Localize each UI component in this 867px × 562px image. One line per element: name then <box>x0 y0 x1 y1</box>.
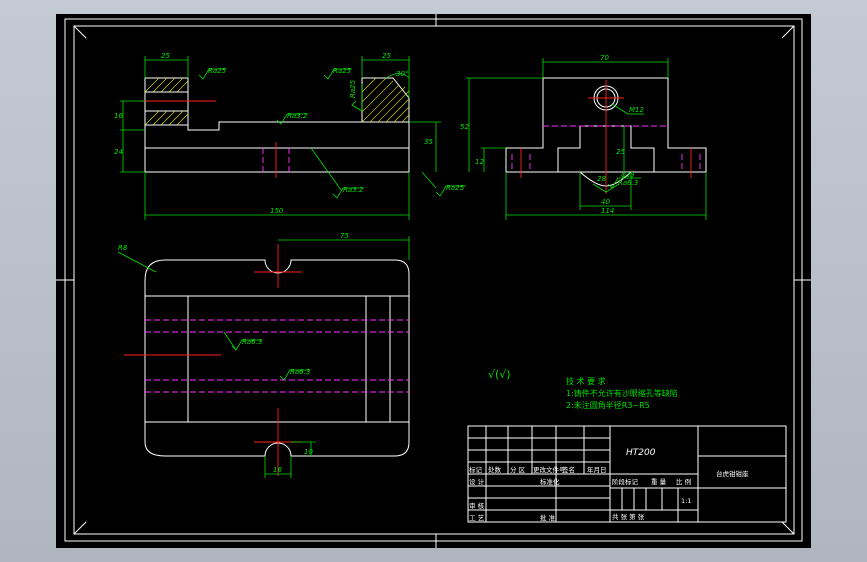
design-label: 设 计 <box>469 477 485 486</box>
dim-side-40: 40 <box>601 198 610 206</box>
dim-side-thread: M12 <box>629 106 644 114</box>
dim-side-phi: φ33 <box>621 171 635 179</box>
stage-label: 阶段标记 <box>612 477 639 486</box>
material-label: HT200 <box>626 448 656 458</box>
dim-front-top-right: 25 <box>382 52 391 60</box>
row-label-4: 签名 <box>562 465 575 474</box>
dim-front-total: 150 <box>270 207 284 215</box>
rough-r1: Ra25 <box>208 67 227 75</box>
review-label: 审 核 <box>469 501 485 510</box>
front-view-dimensions: 25 25 30° 16 24 35 150 <box>114 52 441 220</box>
part-name: 台虎钳钳座 <box>716 469 749 478</box>
dim-front-left-24: 24 <box>114 148 123 156</box>
row-label-1: 处数 <box>488 465 502 474</box>
technical-requirements: 技 术 要 求 1:铸件不允许有沙眼缩孔等缺陷 2:未注圆角半径R3~R5 <box>566 376 678 410</box>
approve-label: 批 准 <box>540 513 556 522</box>
rough-r6: Ra25 <box>446 184 465 192</box>
rough-r5: Ra3.2 <box>343 186 364 194</box>
inner-border <box>73 25 795 535</box>
dim-top-10: 10 <box>304 448 313 456</box>
dim-front-right-35: 35 <box>424 138 433 146</box>
row-label-2: 分 区 <box>510 465 526 474</box>
process-label: 工 艺 <box>469 514 485 522</box>
notes-line1: 1:铸件不允许有沙眼缩孔等缺陷 <box>566 388 678 398</box>
top-view <box>124 244 410 476</box>
engineering-drawing: 25 25 30° 16 24 35 150 Ra25 Ra25 Ra25 Ra… <box>56 14 811 548</box>
notes-line2: 2:未注圆角半径R3~R5 <box>566 400 650 410</box>
rough-r3: Ra25 <box>349 79 357 98</box>
rough-r8: Ra6.3 <box>242 338 262 346</box>
row-label-0: 标记 <box>469 465 483 474</box>
outer-border <box>64 18 803 542</box>
general-roughness: √(√) <box>488 368 511 381</box>
scale-value: 1:1 <box>681 497 691 505</box>
rough-r4: Ra3.2 <box>287 112 308 120</box>
scale-label: 比 例 <box>676 477 691 486</box>
sheet-label: 共 张 第 张 <box>612 512 645 521</box>
drawing-canvas: 25 25 30° 16 24 35 150 Ra25 Ra25 Ra25 Ra… <box>56 14 811 548</box>
dim-side-114: 114 <box>601 207 614 215</box>
side-view-dimensions: 70 52 12 25 28 φ33 40 114 M12 Ra6.3 <box>460 54 707 220</box>
dim-side-top: 70 <box>600 54 609 62</box>
dim-front-top-left: 25 <box>161 52 170 60</box>
dim-front-angle: 30° <box>396 70 408 78</box>
row-label-3: 更改文件号 <box>533 465 566 474</box>
weight-label: 重 量 <box>651 478 667 486</box>
dim-side-28: 28 <box>597 175 606 183</box>
corner-tick-bl <box>73 521 87 535</box>
title-block: HT200 台虎钳钳座 1:1 标记 处数 分 区 更改文件号 签名 年月日 设… <box>467 425 787 523</box>
rough-r2: Ra25 <box>333 67 352 75</box>
row-label-5: 年月日 <box>587 465 607 474</box>
corner-tick-tr <box>781 25 795 39</box>
dim-side-25: 25 <box>616 148 625 156</box>
standard-label: 标准化 <box>540 477 560 486</box>
dim-top-r8: R8 <box>118 244 128 252</box>
top-view-dimensions: 75 R8 16 10 Ra6.3 Ra6.3 <box>117 232 410 478</box>
rough-general: √(√) <box>488 368 511 381</box>
side-view <box>505 77 707 194</box>
corner-tick-br <box>781 521 795 535</box>
dim-side-12: 12 <box>475 158 484 166</box>
dim-side-height: 52 <box>460 123 469 131</box>
front-view <box>140 77 410 178</box>
dim-top-16: 16 <box>273 466 282 474</box>
front-roughness: Ra25 Ra25 Ra25 Ra3.2 Ra3.2 Ra25 <box>198 67 466 199</box>
rough-r7: Ra6.3 <box>618 179 638 187</box>
corner-tick-tl <box>73 25 87 39</box>
dim-top-75: 75 <box>340 232 349 240</box>
rough-r9: Ra6.3 <box>290 368 310 376</box>
notes-heading: 技 术 要 求 <box>566 376 606 386</box>
dim-front-left-16: 16 <box>114 112 123 120</box>
